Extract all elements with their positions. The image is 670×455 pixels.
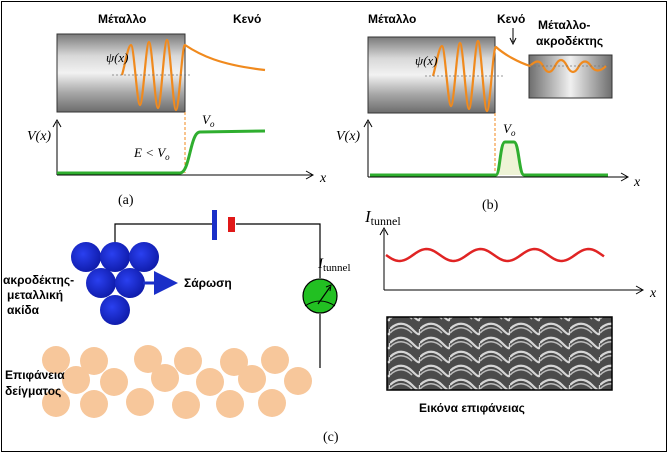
sample-atom <box>261 346 289 374</box>
sample-label-2: δείγματος <box>5 384 61 398</box>
metal-label-a: Μέταλλο <box>98 12 146 26</box>
energy-label-a: E < Vo <box>133 145 170 162</box>
v0-label-b: Vo <box>503 121 516 138</box>
battery-plus <box>228 217 235 232</box>
sample-atom <box>172 391 200 419</box>
sample-atom <box>62 366 90 394</box>
battery-minus <box>212 210 217 240</box>
x-axis-label-a: x <box>319 171 327 186</box>
psi-label-a: ψ(x) <box>106 50 129 65</box>
sample-atom <box>151 364 179 392</box>
v-axis-label-a: V(x) <box>27 129 51 144</box>
tip-atom <box>100 295 130 325</box>
sample-atom <box>126 388 154 416</box>
sample-atoms <box>42 345 312 419</box>
ammeter-label: Itunnel <box>317 256 351 274</box>
circuit-wire-right <box>236 223 321 278</box>
v-axis-label-b: V(x) <box>336 129 360 144</box>
sample-atom <box>284 367 312 395</box>
tip-atom <box>71 242 101 272</box>
ammeter-needle <box>317 286 331 305</box>
probe-label-2-b: ακροδέκτης <box>536 34 603 48</box>
sample-atom <box>42 389 70 417</box>
probe-label-1-b: Μέταλλο- <box>538 18 590 32</box>
scan-label: Σάρωση <box>184 276 232 290</box>
caption-b: (b) <box>482 198 499 213</box>
surface-image <box>386 316 613 391</box>
panel-b: Μέταλλο Κενό Μέταλλο- ακροδέκτης ψ(x) V(… <box>336 12 641 213</box>
tip-atom <box>86 268 116 298</box>
ammeter <box>302 278 338 314</box>
probe-block-b <box>528 54 613 99</box>
tip-atom <box>129 242 159 272</box>
panel-c: Itunnel Σάρωση ακροδέκτης- μεταλλική ακί… <box>3 207 657 445</box>
tip-atoms <box>71 242 159 325</box>
panel-a: Μέταλλο Κενό ψ(x) V(x) x Vo E < Vo (a) <box>27 12 327 208</box>
current-graph-x-label: x <box>649 286 657 301</box>
current-graph-y-label: Itunnel <box>364 207 401 228</box>
sample-atom <box>42 346 70 374</box>
tip-label-2: μεταλλική <box>7 288 63 302</box>
potential-barrier-b <box>370 140 608 177</box>
potential-step-a <box>57 129 266 175</box>
sample-atom <box>80 390 108 418</box>
sample-atom <box>216 390 244 418</box>
sample-atom <box>220 348 248 376</box>
sample-label-1: Επιφάνεια <box>5 368 65 382</box>
sample-atom <box>100 368 128 396</box>
circuit-wire-left <box>114 223 212 243</box>
sample-atom <box>174 347 202 375</box>
wavefunction-a <box>120 38 266 112</box>
sample-atom <box>134 345 162 373</box>
sample-atom <box>80 347 108 375</box>
psi-label-b: ψ(x) <box>415 53 438 68</box>
metal-label-b: Μέταλλο <box>368 12 416 26</box>
caption-c: (c) <box>323 430 339 445</box>
vacuum-label-a: Κενό <box>233 12 261 26</box>
caption-a: (a) <box>118 193 134 208</box>
vacuum-label-b: Κενό <box>497 12 525 26</box>
tip-label-3: ακίδα <box>7 303 40 317</box>
surface-image-caption: Εικόνα επιφάνειας <box>419 401 525 415</box>
tunnel-current-wave <box>385 247 605 263</box>
x-axis-label-b: x <box>633 175 641 190</box>
sample-atom <box>196 368 224 396</box>
tip-label-1: ακροδέκτης- <box>3 273 74 287</box>
tip-atom <box>100 242 130 272</box>
sample-atom <box>258 389 286 417</box>
tip-atom <box>115 268 145 298</box>
wavefunction-b <box>431 39 607 113</box>
sample-atom <box>238 365 266 393</box>
v0-label-a: Vo <box>202 112 215 129</box>
